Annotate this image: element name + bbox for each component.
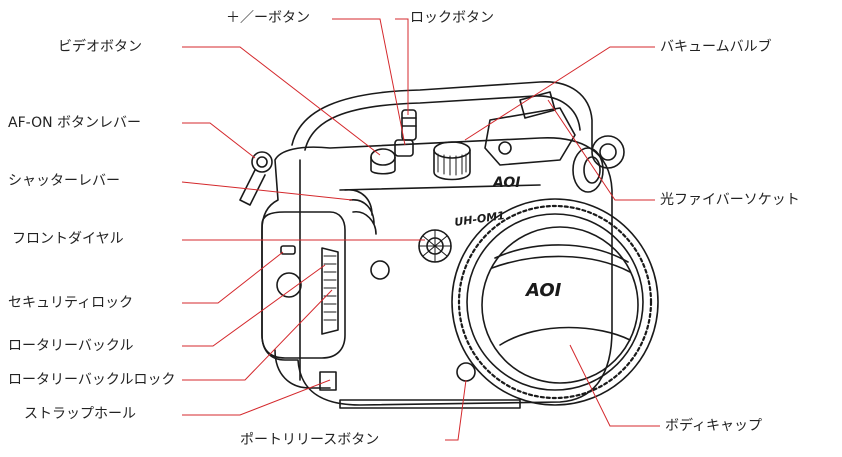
label-video-button: ビデオボタン — [58, 39, 142, 55]
leader-rotary — [182, 264, 326, 347]
label-shutter-lever: シャッターレバー — [8, 173, 120, 189]
leader-fiber — [547, 99, 655, 201]
top-plate — [484, 107, 576, 166]
label-front-dial: フロントダイヤル — [12, 231, 124, 247]
afon-lever-arm — [239, 169, 266, 206]
label-rotary-buckle: ロータリーバックル — [8, 338, 134, 354]
label-vacuum-valve: バキュームバルブ — [660, 39, 772, 55]
left-grip — [261, 211, 346, 359]
housing-logo-small: AOI — [492, 175, 521, 191]
leader-security — [182, 251, 284, 304]
afon-lever-knob — [251, 151, 273, 173]
label-body-cap: ボディキャップ — [665, 418, 763, 434]
label-afon-lever: AF-ON ボタンレバー — [8, 115, 142, 131]
port-ring-teeth — [457, 204, 653, 400]
label-rotary-buckle-lock: ロータリーバックルロック — [8, 372, 176, 388]
strap-lug — [370, 260, 390, 280]
top-handle — [291, 81, 593, 151]
label-lock-button: ロックボタン — [410, 10, 494, 26]
rotary-buckle-teeth — [323, 255, 337, 321]
leader-video — [182, 46, 381, 156]
body-cap-curve — [494, 244, 629, 263]
housing-body — [261, 137, 613, 406]
lock-button — [401, 109, 417, 141]
shutter-lever-slots — [344, 189, 377, 235]
label-fiber-socket: 光ファイバーソケット — [660, 192, 800, 208]
body-cap — [481, 226, 639, 384]
top-dial — [433, 141, 471, 159]
leader-afon — [182, 122, 256, 159]
leader-body-cap — [569, 344, 660, 427]
body-cap-logo: AOI — [524, 280, 562, 301]
label-security-lock: セキュリティロック — [8, 295, 134, 311]
leader-vacuum — [464, 46, 655, 141]
leader-plus-minus — [332, 18, 406, 146]
port-release-button — [456, 362, 476, 382]
housing-base — [339, 399, 521, 409]
leader-lock — [395, 18, 409, 115]
rotary-buckle-ring — [321, 247, 339, 335]
right-knob — [591, 135, 625, 169]
security-lock-slot — [280, 245, 296, 255]
grip-bottom — [274, 349, 331, 389]
housing-mid-line — [339, 184, 541, 191]
leader-rotary-lock — [182, 289, 333, 381]
port-ring-outer — [451, 198, 659, 406]
top-handle-inner — [304, 95, 581, 151]
body-cap-wave — [499, 326, 631, 346]
fiber-socket — [572, 147, 604, 193]
port-ring-inner — [466, 213, 644, 391]
label-port-release-button: ポートリリースボタン — [240, 432, 380, 448]
leader-shutter — [181, 181, 353, 201]
leader-port-release — [445, 379, 467, 441]
leader-strap — [182, 379, 331, 416]
label-plus-minus-button: ＋／ーボタン — [226, 10, 310, 26]
grip-button — [276, 272, 302, 298]
label-strap-hole: ストラップホール — [24, 406, 136, 422]
